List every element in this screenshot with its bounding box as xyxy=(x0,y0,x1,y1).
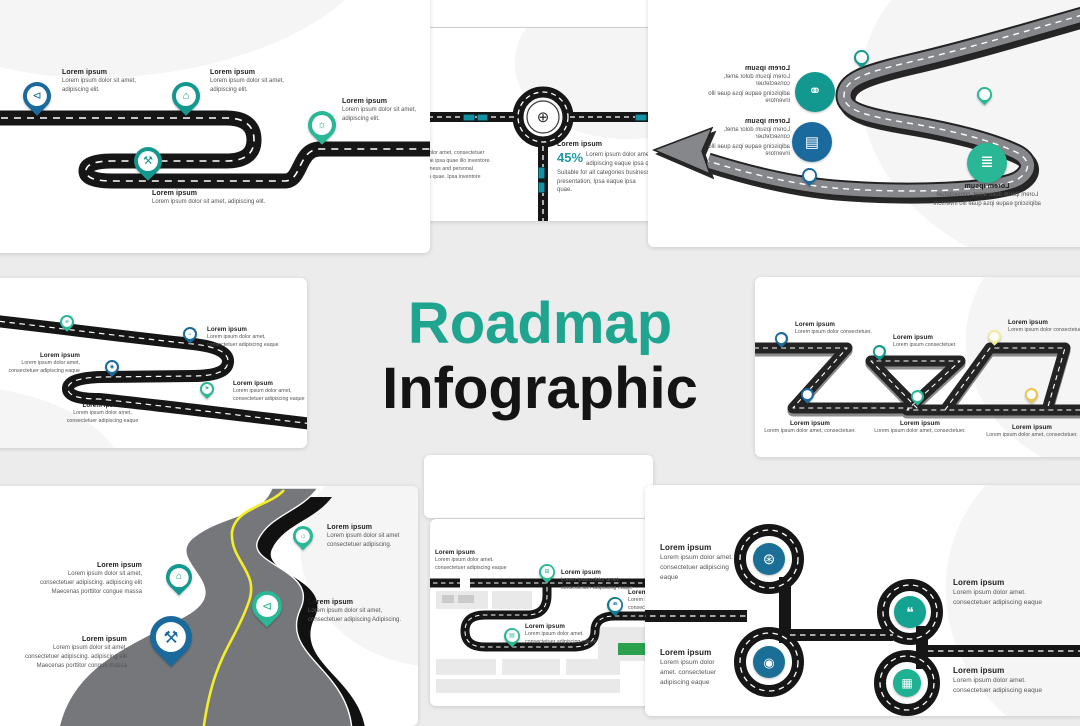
city-block xyxy=(502,659,560,675)
city-block xyxy=(436,679,620,693)
pin-icon: ⊕ xyxy=(64,318,70,325)
cart-icon: ⊞ xyxy=(544,569,550,575)
bulb-icon: ☼ xyxy=(316,118,328,131)
home-icon: ⌂ xyxy=(182,89,190,102)
car-icon xyxy=(538,182,545,193)
city-block xyxy=(566,659,620,675)
car-icon xyxy=(463,114,475,121)
layers-icon: ≣ xyxy=(967,143,1007,183)
home-icon: ⌂ xyxy=(175,571,183,582)
page-title: Roadmap Infographic xyxy=(290,292,790,422)
car-icon xyxy=(538,167,545,179)
city-icon: ▦ xyxy=(893,669,921,697)
car-icon xyxy=(635,114,647,121)
megaphone-icon: ⊲ xyxy=(261,599,273,613)
building-icon: ▤ xyxy=(509,633,515,639)
title-roadmap: Roadmap xyxy=(407,291,673,356)
road xyxy=(651,6,1080,200)
city-block xyxy=(458,595,474,603)
building-icon: ▤ xyxy=(792,122,832,162)
title-infographic: Infographic xyxy=(382,356,698,421)
slide-thumbnail-top-center-partial[interactable] xyxy=(424,0,653,27)
tools-icon: ⚒ xyxy=(163,627,179,647)
road xyxy=(645,524,1080,716)
tools-icon: ⚒ xyxy=(143,154,153,167)
pin-icon: ⌂ xyxy=(188,330,192,337)
car-icon xyxy=(477,114,488,121)
park-block xyxy=(618,643,652,655)
stat-45-percent: 45% xyxy=(557,150,584,165)
handshake-icon: ⚭ xyxy=(795,72,835,112)
slide-thumbnail-bottom-center-partial[interactable] xyxy=(424,455,653,518)
eye-icon: ◉ xyxy=(753,646,785,678)
globe-icon: ⊕ xyxy=(536,108,550,126)
city-block xyxy=(442,595,454,603)
megaphone-icon: ⊲ xyxy=(32,89,42,102)
bulb-icon: ☼ xyxy=(299,531,307,540)
pin-icon: ⚑ xyxy=(204,385,210,392)
road xyxy=(0,110,430,189)
chat-icon: ❝ xyxy=(894,596,926,628)
road xyxy=(430,578,661,652)
slide-thumbnail-roundabout[interactable]: ⊕ Lorem ipsum dolor amet, consectetuerad… xyxy=(424,28,653,221)
city-block xyxy=(436,659,496,675)
wheel-icon: ⊛ xyxy=(753,543,785,575)
speed-icon: 45 xyxy=(612,601,618,607)
road xyxy=(0,315,307,430)
roundabout-left-text: Lorem ipsum dolor amet, consectetueradip… xyxy=(424,150,491,180)
city-block xyxy=(492,591,532,609)
road xyxy=(58,487,365,726)
pin-icon: ◉ xyxy=(109,363,115,370)
